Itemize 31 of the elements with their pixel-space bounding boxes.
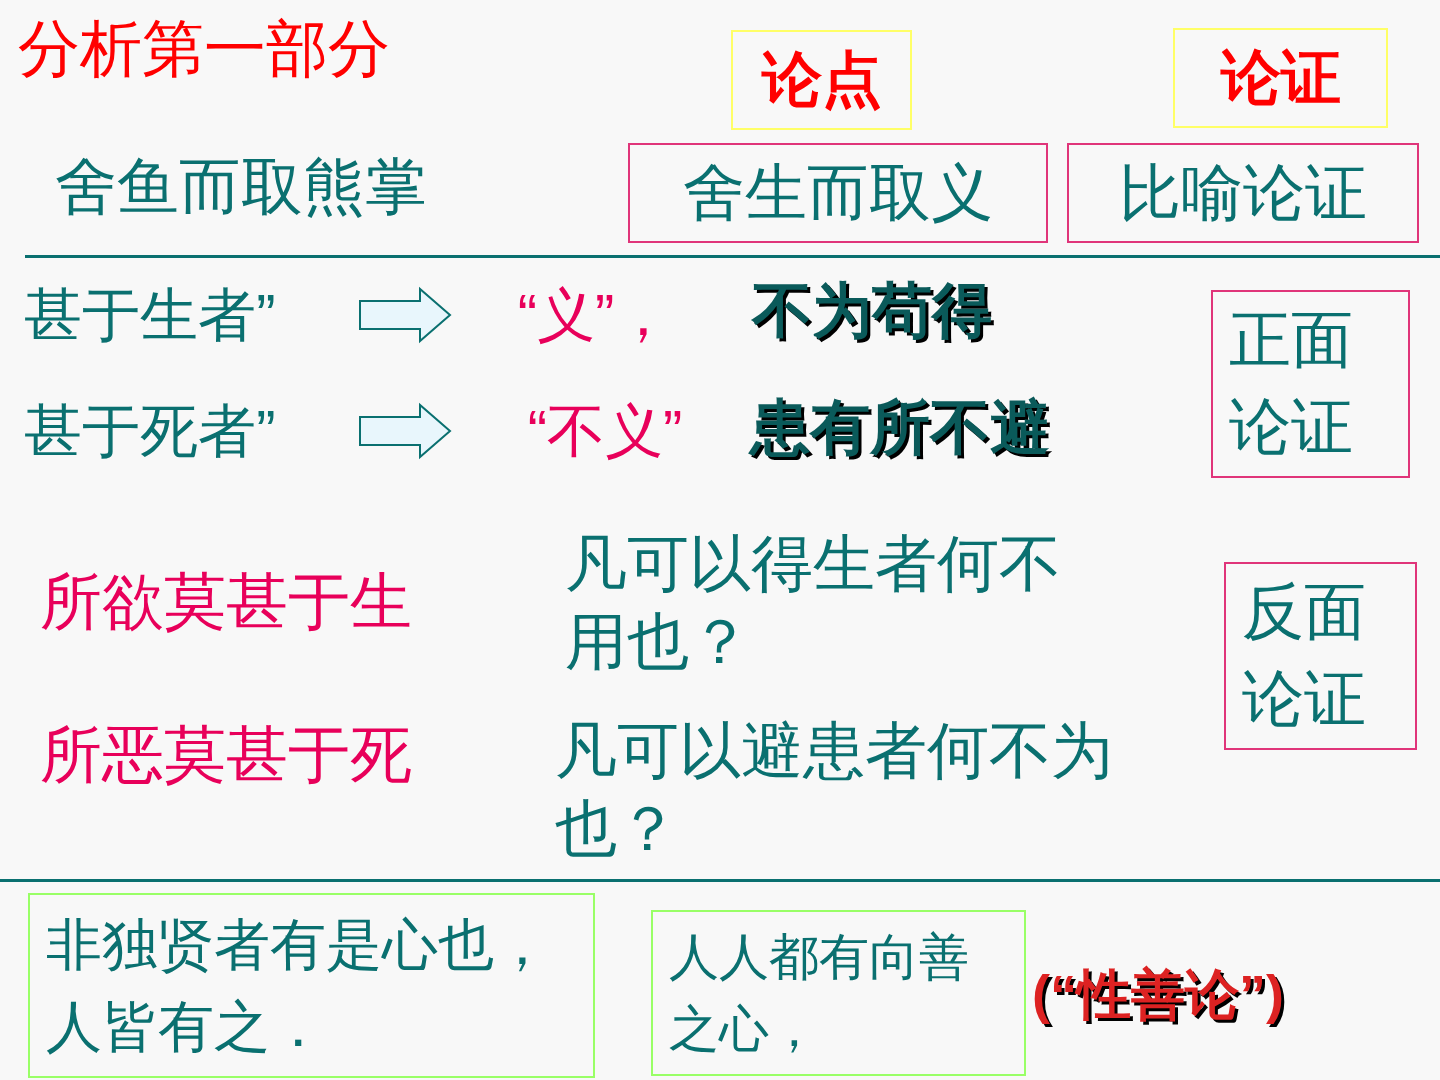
- phrase-text: “义”，: [517, 281, 673, 350]
- box-text: 反面论证: [1241, 576, 1367, 735]
- box-text: 人人都有向善之心，: [668, 927, 970, 1059]
- heading-box: [731, 30, 912, 130]
- quote-text: 凡可以避患者何不为也？: [555, 715, 1114, 865]
- thesis-box: [628, 143, 1048, 243]
- box-text: 比喻论证: [1119, 156, 1367, 229]
- box-text: 正面论证: [1228, 304, 1354, 463]
- note-box: [651, 910, 1026, 1076]
- emphasis-text: (“性善论”): [1032, 963, 1285, 1026]
- title: 分析第一部分: [18, 18, 390, 80]
- phrase-text: “不义”: [527, 397, 683, 466]
- heading-box: [1173, 28, 1388, 128]
- box-text: 舍生而取义: [683, 156, 993, 229]
- phrase-text: 不为苟得: [752, 276, 993, 346]
- phrase-text: 甚于死者”: [24, 397, 276, 466]
- phrase-text: 甚于生者”: [24, 281, 276, 350]
- method-box: [1067, 143, 1419, 243]
- box-text: 论点: [761, 45, 882, 115]
- phrase-text: 所欲莫甚于生: [40, 566, 413, 638]
- phrase-text: 舍鱼而取熊掌: [55, 151, 428, 223]
- phrase-text: 患有所不避: [750, 393, 1051, 463]
- method-box: [1224, 562, 1417, 750]
- arrow: [359, 286, 452, 344]
- phrase-text: 所恶莫甚于死: [40, 719, 413, 791]
- quote-text: 凡可以得生者何不用也？: [565, 528, 1062, 678]
- box-text: 论证: [1220, 43, 1341, 113]
- box-text: 非独贤者有是心也，人皆有之．: [45, 912, 551, 1060]
- note-box: [28, 893, 595, 1078]
- arrow: [359, 402, 452, 460]
- method-box: [1211, 290, 1410, 478]
